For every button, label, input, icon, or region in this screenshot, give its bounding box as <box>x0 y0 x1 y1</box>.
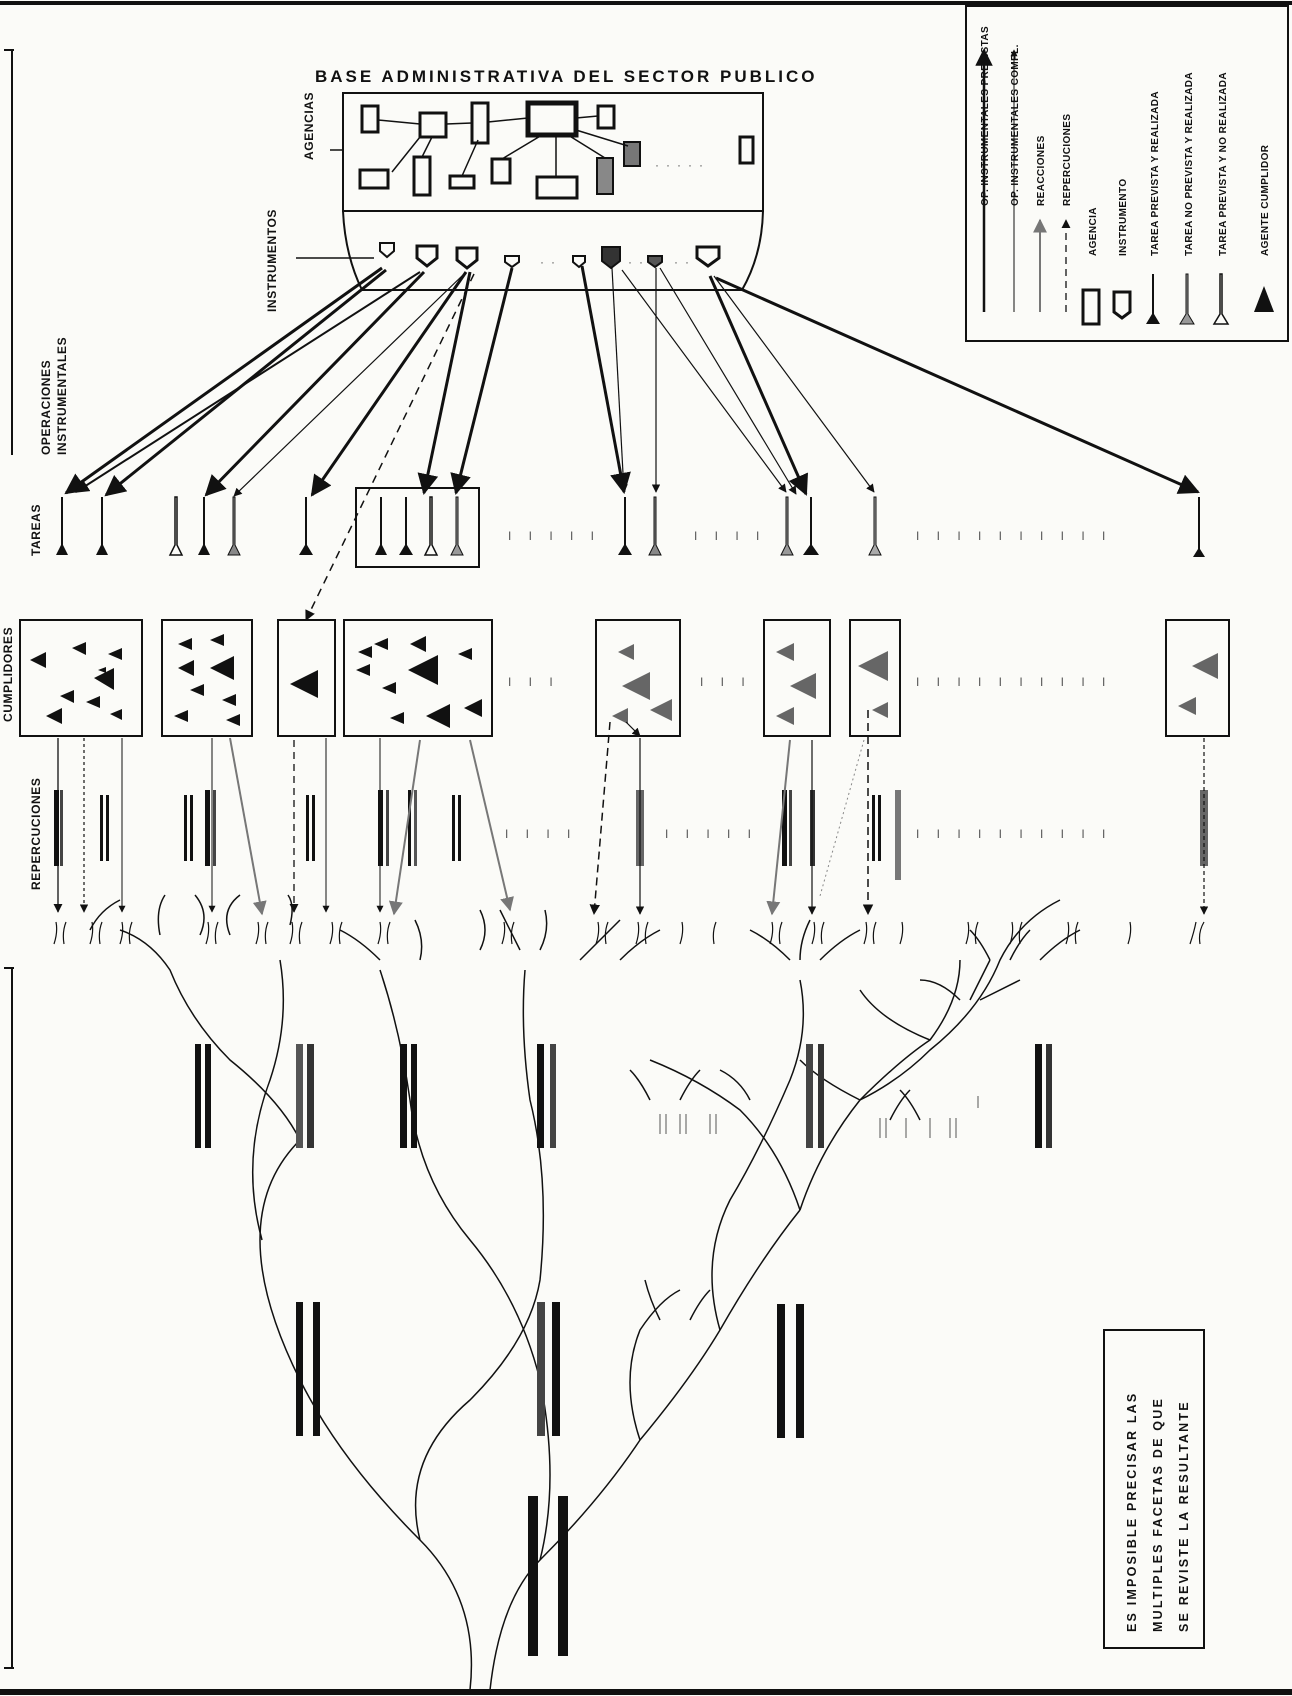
legend-agente-cumplidor: AGENTE CUMPLIDOR <box>1260 144 1271 256</box>
legend-agencia: AGENCIA <box>1088 207 1099 256</box>
legend-tarea-no-prevista-realizada: TAREA NO PREVISTA Y REALIZADA <box>1184 72 1195 256</box>
legend-box <box>965 5 1289 342</box>
agencies-box: ····· <box>330 92 764 212</box>
agencias-label: AGENCIAS <box>302 92 316 160</box>
svg-text:I I I I I I I I I I: I I I I I I I I I I <box>916 827 1112 841</box>
svg-text:I I I I I: I I I I I <box>508 529 601 543</box>
svg-text:I I I: I I I <box>508 675 560 689</box>
svg-text:··: ·· <box>674 255 696 269</box>
legend-op-compl: OP. INSTRUMENTALES COMPL. <box>1010 44 1021 206</box>
tree-bars <box>195 1044 1052 1656</box>
tareas-label: TAREAS <box>29 504 43 556</box>
svg-text:I I I I I I I I I I: I I I I I I I I I I <box>916 675 1112 689</box>
reaction-arrows <box>53 710 1209 916</box>
tasks-row: I I I I I I I I I I I I I I I I I I I <box>56 487 1205 568</box>
cumplidores-label: CUMPLIDORES <box>1 627 15 722</box>
instrumentos-label: INSTRUMENTOS <box>265 209 279 312</box>
svg-text:··: ·· <box>540 255 562 269</box>
consequence-tree <box>89 894 1081 1691</box>
note-line-1: ES IMPOSIBLE PRECISAR LAS <box>1125 1392 1139 1632</box>
instrumental-operations <box>64 265 1200 621</box>
svg-text:I I I I: I I I I <box>505 827 577 841</box>
note-line-2: MULTIPLES FACETAS DE QUE <box>1151 1397 1165 1632</box>
svg-text:··: ·· <box>628 255 650 269</box>
svg-text:I I I I I I I I I I: I I I I I I I I I I <box>916 529 1112 543</box>
left-bracket-bottom <box>4 967 14 1669</box>
legend-tarea-prevista-no-realizada: TAREA PREVISTA Y NO REALIZADA <box>1218 72 1229 256</box>
note-line-3: SE REVISTE LA RESULTANTE <box>1177 1400 1191 1632</box>
svg-text:I I I I: I I I I <box>700 675 772 689</box>
legend-op-previstas: OP. INSTRUMENTALES PREVISTAS <box>980 26 991 206</box>
repercuciones-label: REPERCUCIONES <box>29 778 43 890</box>
svg-text:I I I I I: I I I I I <box>665 827 758 841</box>
legend-tarea-prevista-realizada: TAREA PREVISTA Y REALIZADA <box>1150 91 1161 256</box>
operaciones-label-1: OPERACIONES <box>39 360 53 455</box>
operaciones-label-2: INSTRUMENTALES <box>55 337 69 455</box>
repercussions-row: I I I I I I I I I I I I I I I I I I I <box>54 790 1208 880</box>
legend-repercuciones: REPERCUCIONES <box>1062 114 1073 206</box>
svg-text:I I I I: I I I I <box>694 529 766 543</box>
compliers-row: I I I I I I I I I I I I I I I I I <box>19 619 1230 737</box>
svg-text:·····: ····· <box>655 158 710 172</box>
diagram-title: BASE ADMINISTRATIVA DEL SECTOR PUBLICO <box>315 67 818 86</box>
mini-squiggles <box>659 1096 979 1138</box>
legend-instrumento: INSTRUMENTO <box>1118 178 1129 256</box>
instruments-shelf: ·· ·· ·· <box>296 210 764 291</box>
note-box <box>1103 1329 1205 1649</box>
legend-reacciones: REACCIONES <box>1036 135 1047 206</box>
left-bracket-top <box>4 49 14 455</box>
